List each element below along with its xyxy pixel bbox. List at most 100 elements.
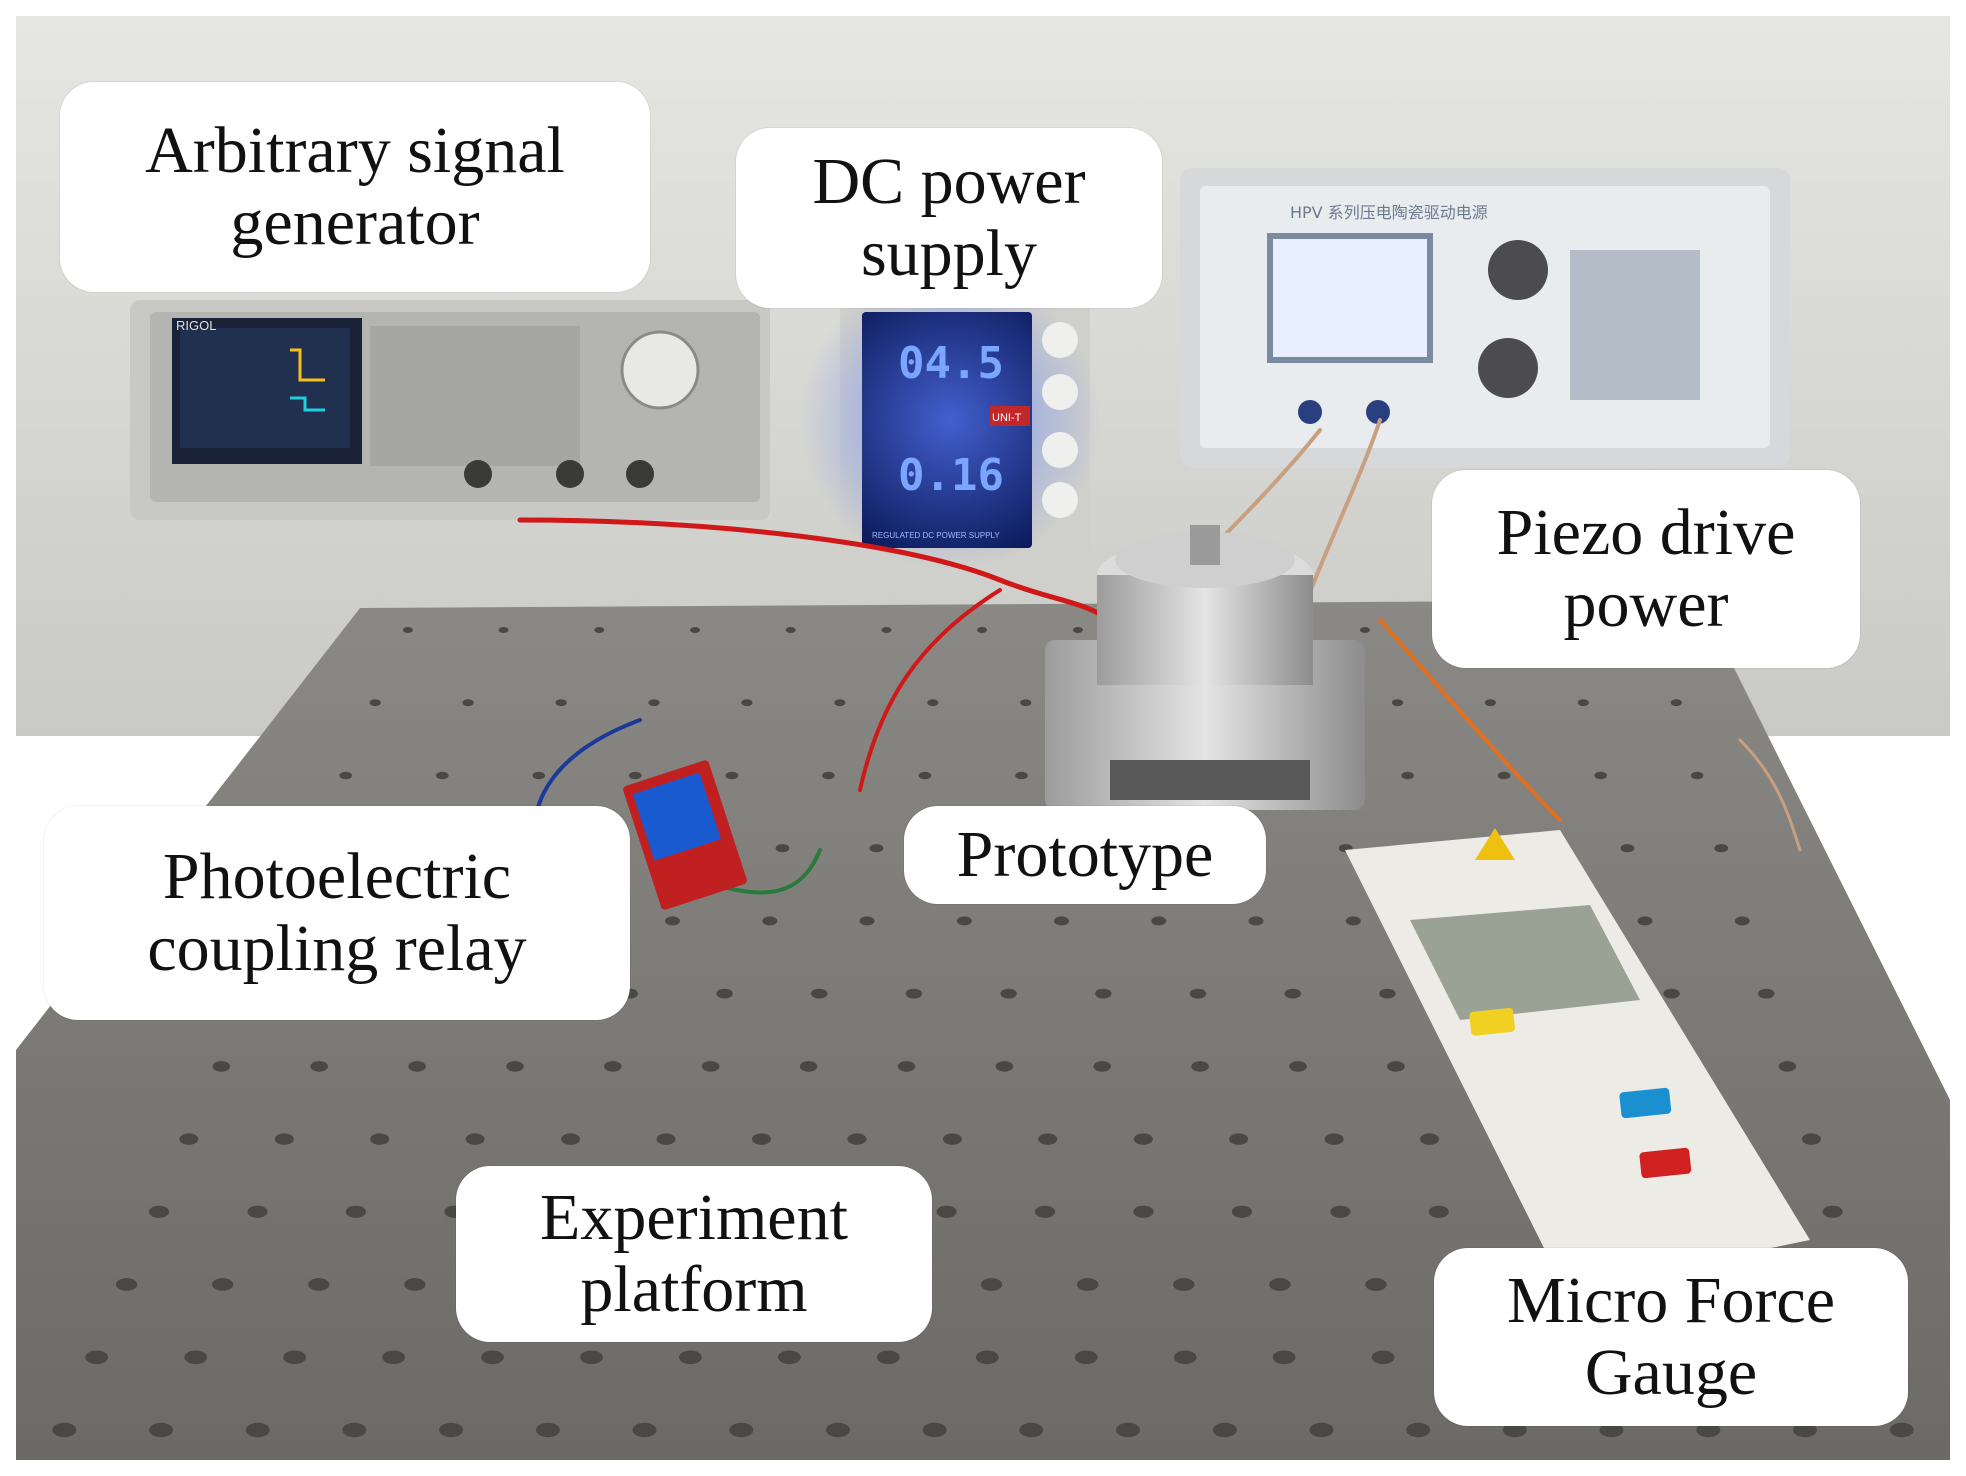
table-hole bbox=[665, 916, 680, 926]
table-hole bbox=[1371, 1350, 1395, 1365]
table-hole bbox=[1620, 844, 1635, 853]
table-hole bbox=[1116, 1422, 1140, 1438]
table-hole bbox=[1020, 699, 1032, 707]
table-hole bbox=[922, 1422, 947, 1438]
table-hole bbox=[847, 1133, 867, 1145]
table-hole bbox=[936, 1205, 957, 1218]
table-hole bbox=[1272, 1350, 1296, 1365]
table-hole bbox=[799, 1061, 818, 1072]
label-dc-power-line2: supply bbox=[860, 217, 1038, 290]
label-relay-line1: Photoelectric bbox=[162, 840, 512, 913]
table-hole bbox=[1229, 1133, 1249, 1145]
table-hole bbox=[869, 844, 884, 853]
table-hole bbox=[436, 771, 449, 780]
table-hole bbox=[1015, 771, 1028, 780]
table-hole bbox=[310, 1061, 329, 1072]
table-hole bbox=[1502, 1422, 1527, 1438]
table-hole bbox=[370, 1133, 390, 1145]
table-hole bbox=[1095, 988, 1112, 999]
relay-module-device bbox=[623, 760, 747, 910]
table-hole bbox=[1801, 1133, 1821, 1145]
table-hole bbox=[1133, 1205, 1154, 1218]
table-hole bbox=[1289, 1061, 1307, 1072]
table-hole bbox=[1248, 916, 1264, 926]
table-hole bbox=[918, 771, 932, 780]
table-hole bbox=[1690, 771, 1704, 780]
table-hole bbox=[1191, 1061, 1209, 1072]
table-hole bbox=[247, 1205, 268, 1218]
table-hole bbox=[506, 1061, 524, 1072]
label-signal-generator-line1: Arbitrary signal bbox=[145, 114, 565, 187]
table-hole bbox=[1074, 1350, 1098, 1365]
table-hole bbox=[481, 1350, 504, 1365]
table-hole bbox=[1189, 988, 1207, 999]
table-hole bbox=[1428, 1205, 1449, 1218]
table-hole bbox=[1000, 988, 1017, 999]
dc-voltage-readout: 04.5 bbox=[898, 338, 1004, 389]
table-hole bbox=[1038, 1133, 1058, 1145]
table-hole bbox=[1401, 771, 1414, 780]
table-hole bbox=[402, 627, 413, 633]
table-hole bbox=[741, 699, 753, 707]
table-hole bbox=[785, 627, 796, 633]
label-experiment-platform: Experiment platform bbox=[456, 1166, 932, 1342]
table-hole bbox=[1365, 1278, 1387, 1291]
table-hole bbox=[339, 771, 353, 780]
dc-panel-text: REGULATED DC POWER SUPPLY bbox=[872, 531, 1000, 540]
table-hole bbox=[980, 1278, 1003, 1291]
table-hole bbox=[942, 1133, 962, 1145]
table-hole bbox=[369, 699, 381, 707]
table-hole bbox=[725, 771, 739, 780]
table-hole bbox=[1212, 1422, 1237, 1438]
label-dc-power-supply: DC power supply bbox=[736, 128, 1162, 308]
table-hole bbox=[905, 988, 923, 999]
signal-generator-brand: RIGOL bbox=[176, 318, 216, 333]
label-signal-generator-line2: generator bbox=[230, 186, 480, 259]
table-hole bbox=[679, 1350, 702, 1365]
label-micro-force-gauge: Micro Force Gauge bbox=[1434, 1248, 1908, 1426]
table-hole bbox=[342, 1422, 367, 1438]
table-hole bbox=[85, 1350, 109, 1365]
table-hole bbox=[927, 699, 939, 707]
table-hole bbox=[149, 1422, 174, 1438]
table-hole bbox=[465, 1133, 485, 1145]
table-hole bbox=[1889, 1422, 1914, 1438]
table-hole bbox=[1284, 988, 1302, 999]
table-hole bbox=[701, 1061, 720, 1072]
table-hole bbox=[1379, 988, 1396, 999]
table-hole bbox=[184, 1350, 208, 1365]
table-hole bbox=[632, 1422, 657, 1438]
table-hole bbox=[1420, 1133, 1440, 1145]
table-hole bbox=[956, 916, 972, 926]
table-hole bbox=[1019, 1422, 1044, 1438]
table-hole bbox=[1577, 699, 1589, 707]
table-hole bbox=[859, 916, 875, 926]
table-hole bbox=[1345, 916, 1361, 926]
table-hole bbox=[1173, 1350, 1197, 1365]
piezo-drive-device: HPV 系列压电陶瓷驱动电源 bbox=[1180, 168, 1790, 468]
label-signal-generator: Arbitrary signal generator bbox=[60, 82, 650, 292]
table-hole bbox=[1054, 916, 1069, 926]
table-hole bbox=[690, 627, 700, 633]
table-hole bbox=[274, 1133, 294, 1145]
table-hole bbox=[179, 1133, 199, 1145]
table-hole bbox=[881, 627, 892, 633]
table-hole bbox=[1391, 699, 1404, 707]
table-hole bbox=[1072, 627, 1083, 633]
table-hole bbox=[245, 1422, 270, 1438]
table-hole bbox=[1822, 1205, 1843, 1218]
piezo-panel-title: HPV 系列压电陶瓷驱动电源 bbox=[1290, 203, 1488, 222]
table-hole bbox=[580, 1350, 603, 1365]
table-hole bbox=[656, 1133, 676, 1145]
table-hole bbox=[629, 771, 642, 780]
table-hole bbox=[1151, 916, 1167, 926]
table-hole bbox=[439, 1422, 464, 1438]
table-hole bbox=[115, 1278, 138, 1291]
table-hole bbox=[555, 699, 567, 707]
table-hole bbox=[775, 844, 790, 853]
table-hole bbox=[408, 1061, 426, 1072]
table-hole bbox=[897, 1061, 916, 1072]
dc-brand: UNI-T bbox=[992, 412, 1022, 424]
table-hole bbox=[762, 916, 778, 926]
label-force-gauge-line2: Gauge bbox=[1584, 1336, 1758, 1409]
